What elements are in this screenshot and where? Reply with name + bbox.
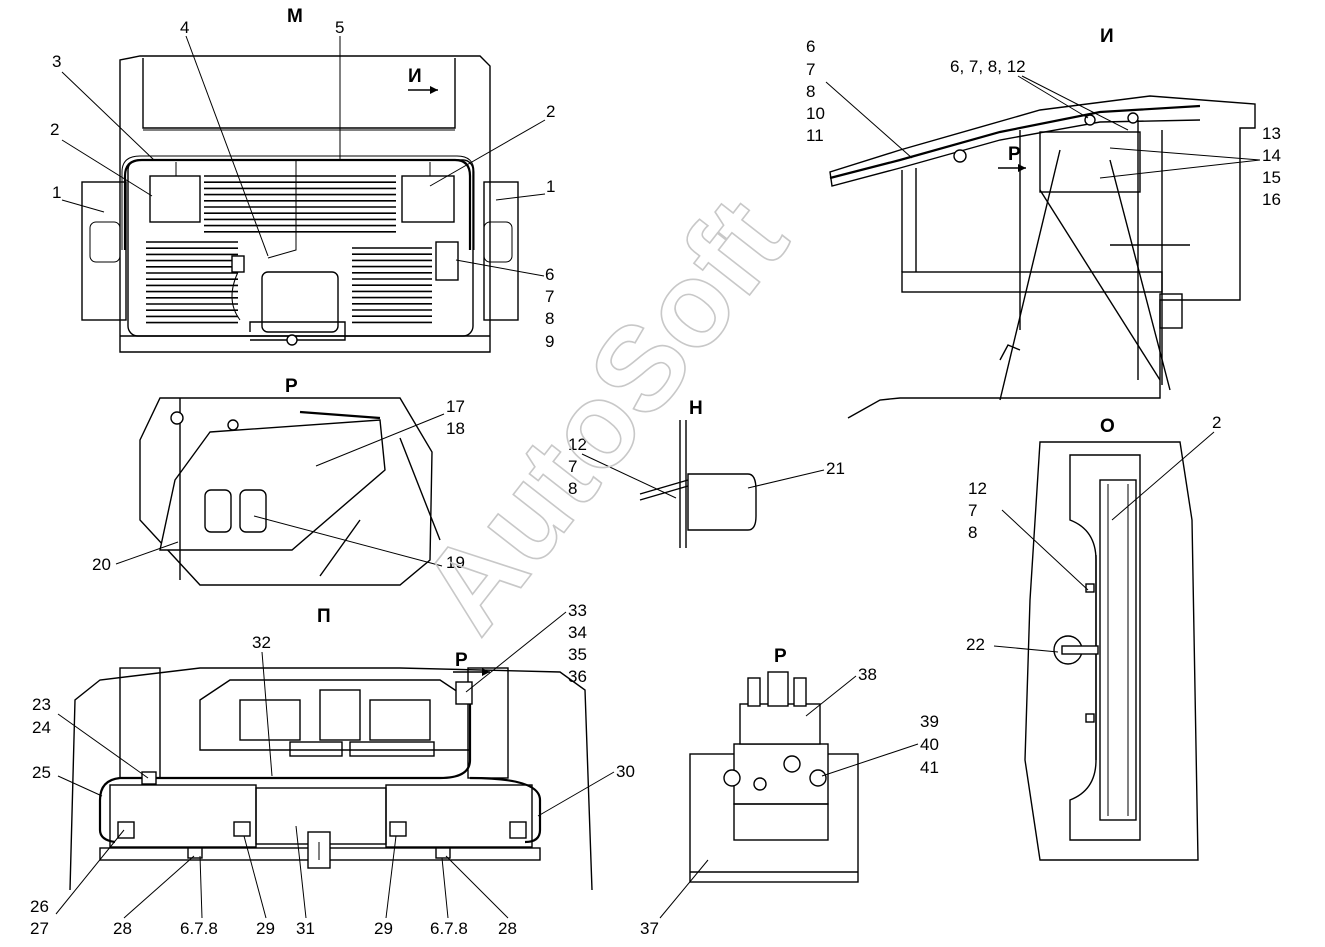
- label-i-16: 16: [1262, 190, 1281, 209]
- view-p: П Р 32 33 34 35: [30, 601, 635, 938]
- label-5: 5: [335, 18, 344, 37]
- label-19: 19: [446, 553, 465, 572]
- label-n-7: 7: [568, 457, 577, 476]
- label-34: 34: [568, 623, 587, 642]
- view-m-arrow-label: И: [408, 66, 422, 87]
- label-o-7: 7: [968, 501, 977, 520]
- label-36: 36: [568, 667, 587, 686]
- label-28-left: 28: [113, 919, 132, 938]
- label-o-2: 2: [1212, 413, 1221, 432]
- label-n-12: 12: [568, 435, 587, 454]
- label-7: 7: [545, 287, 554, 306]
- label-28-right: 28: [498, 919, 517, 938]
- label-25: 25: [32, 763, 51, 782]
- view-o: О 2 12 7 8 22: [966, 413, 1221, 861]
- grille-left: [146, 175, 396, 324]
- label-18: 18: [446, 419, 465, 438]
- view-n-title: Н: [689, 398, 703, 419]
- view-r-upper: Р 17 18 19 20: [92, 376, 465, 586]
- label-3: 3: [52, 52, 61, 71]
- label-i-11: 11: [806, 126, 824, 145]
- label-1-left: 1: [52, 183, 61, 202]
- label-31: 31: [296, 919, 315, 938]
- label-n-8: 8: [568, 479, 577, 498]
- view-r-upper-title: Р: [285, 376, 298, 397]
- grille-right: [352, 247, 432, 324]
- view-i: И Р 6 7 8 10 11 6, 7, 8, 12 13 14 15 16: [806, 26, 1281, 419]
- label-o-12: 12: [968, 479, 987, 498]
- view-i-title: И: [1100, 26, 1114, 47]
- label-24: 24: [32, 718, 51, 737]
- label-23: 23: [32, 695, 51, 714]
- label-29-right: 29: [374, 919, 393, 938]
- label-i-8: 8: [806, 82, 815, 101]
- label-i-6: 6: [806, 37, 815, 56]
- label-30: 30: [616, 762, 635, 781]
- label-38: 38: [858, 665, 877, 684]
- view-n: Н 12 7 8 21: [568, 398, 845, 548]
- label-i-10: 10: [806, 104, 825, 123]
- view-m-title: М: [287, 6, 303, 27]
- label-37: 37: [640, 919, 659, 938]
- view-i-arrow-label: Р: [1008, 144, 1021, 165]
- label-6-7-8-left: 6.7.8: [180, 919, 218, 938]
- label-20: 20: [92, 555, 111, 574]
- label-33: 33: [568, 601, 587, 620]
- view-r-lower-title: Р: [774, 646, 787, 667]
- view-p-arrow-label: Р: [455, 650, 468, 671]
- label-32: 32: [252, 633, 271, 652]
- label-8: 8: [545, 309, 554, 328]
- label-i-13: 13: [1262, 124, 1281, 143]
- view-p-title: П: [317, 606, 331, 627]
- view-r-lower: Р 38 39 40 41 37: [640, 646, 939, 938]
- label-39: 39: [920, 712, 939, 731]
- label-2-left: 2: [50, 120, 59, 139]
- label-1-right: 1: [546, 177, 555, 196]
- label-9: 9: [545, 332, 554, 351]
- label-i-14: 14: [1262, 146, 1281, 165]
- label-i-6-7-8-12: 6, 7, 8, 12: [950, 57, 1026, 76]
- label-21: 21: [826, 459, 845, 478]
- view-m: М И 4 5: [50, 6, 555, 353]
- label-27: 27: [30, 919, 49, 938]
- view-o-title: О: [1100, 416, 1115, 437]
- label-35: 35: [568, 645, 587, 664]
- label-17: 17: [446, 397, 465, 416]
- label-6: 6: [545, 265, 554, 284]
- label-4: 4: [180, 18, 189, 37]
- label-i-15: 15: [1262, 168, 1281, 187]
- label-29-left: 29: [256, 919, 275, 938]
- label-2-right: 2: [546, 102, 555, 121]
- label-22: 22: [966, 635, 985, 654]
- label-o-8: 8: [968, 523, 977, 542]
- label-6-7-8-right: 6.7.8: [430, 919, 468, 938]
- label-40: 40: [920, 735, 939, 754]
- label-i-7: 7: [806, 60, 815, 79]
- label-41: 41: [920, 758, 939, 777]
- label-26: 26: [30, 897, 49, 916]
